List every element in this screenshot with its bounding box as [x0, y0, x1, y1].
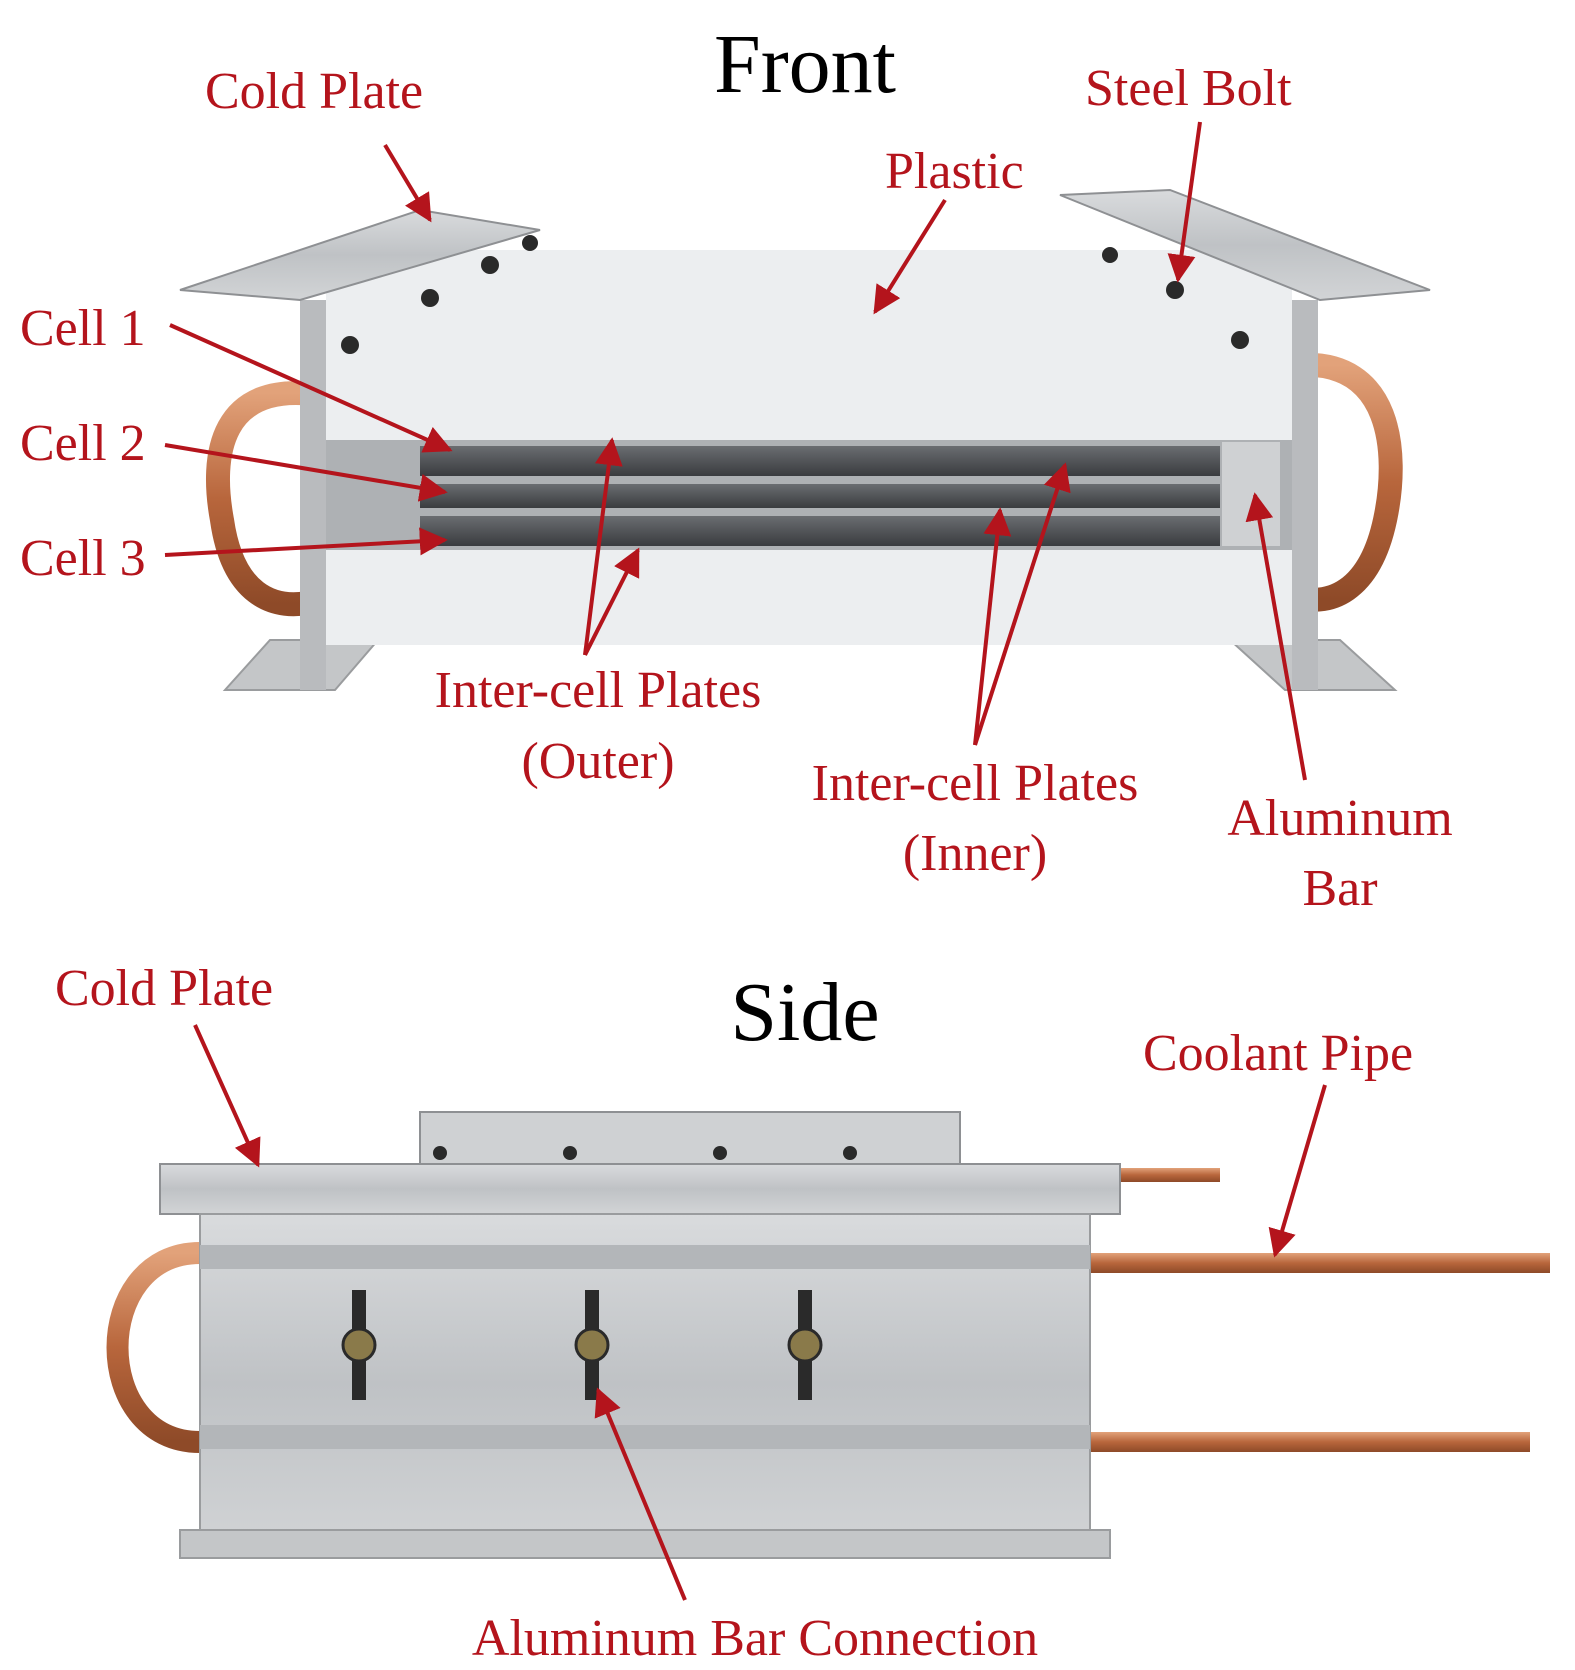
- arrow-side-bar-connection: [594, 1387, 687, 1601]
- side-lower-rail: [200, 1425, 1090, 1449]
- front-label-inner-plates-1: Inter-cell Plates: [812, 755, 1139, 812]
- front-label-cell-2: Cell 2: [20, 415, 146, 472]
- front-left-cold-plate: [179, 208, 541, 302]
- side-top-plate: [419, 1111, 961, 1165]
- side-title: Side: [730, 966, 879, 1059]
- front-cell-1: [420, 446, 1220, 476]
- front-label-inner-plates-2: (Inner): [903, 825, 1047, 882]
- side-copper-u-bend: [106, 1242, 211, 1453]
- side-bar-connections: [341, 1290, 823, 1400]
- side-body: [199, 1213, 1091, 1555]
- front-label-aluminum-bar-2: Bar: [1302, 860, 1377, 917]
- front-label-plastic: Plastic: [885, 143, 1024, 200]
- front-left-copper-loop: [206, 381, 332, 617]
- front-label-aluminum-bar-1: Aluminum: [1227, 790, 1452, 847]
- label-arrows: [164, 121, 1327, 1601]
- arrow-front-cold-plate: [383, 143, 432, 223]
- front-label-cell-1: Cell 1: [20, 300, 146, 357]
- arrow-front-outer-plate-2: [583, 547, 640, 656]
- front-title: Front: [714, 18, 896, 111]
- side-top-bolts: [433, 1146, 857, 1160]
- arrow-front-steel-bolt: [1167, 121, 1202, 283]
- arrow-front-outer-plate-1: [583, 437, 623, 656]
- front-steel-bolts: [341, 235, 1249, 354]
- front-label-cell-3: Cell 3: [20, 530, 146, 587]
- side-label-cold-plate: Cold Plate: [55, 960, 273, 1017]
- front-right-wall: [1292, 300, 1318, 690]
- front-cell-2: [420, 484, 1220, 508]
- side-upper-short-pipe: [1090, 1168, 1220, 1182]
- side-photo: [106, 1111, 1550, 1559]
- arrow-front-cell-3: [164, 527, 448, 557]
- arrow-front-inner-plate-2: [973, 462, 1071, 746]
- arrow-front-plastic: [873, 198, 947, 315]
- arrow-front-inner-plate-1: [973, 507, 1012, 746]
- front-cell-3: [420, 516, 1220, 546]
- arrow-side-coolant-pipe: [1268, 1084, 1327, 1258]
- front-right-copper-loop: [1278, 352, 1403, 612]
- arrow-side-cold-plate: [193, 1024, 261, 1168]
- front-photo: [179, 188, 1431, 691]
- arrow-front-aluminum-bar: [1245, 492, 1307, 781]
- side-upper-rail: [200, 1245, 1090, 1269]
- arrow-front-cell-2: [164, 443, 448, 502]
- front-left-wall: [300, 300, 326, 690]
- front-label-steel-bolt: Steel Bolt: [1085, 60, 1292, 117]
- front-aluminum-bar: [1222, 442, 1280, 546]
- side-label-aluminum-bar-connection: Aluminum Bar Connection: [472, 1610, 1038, 1667]
- side-cold-plate: [159, 1163, 1121, 1215]
- arrow-front-cell-1: [169, 323, 453, 453]
- side-label-coolant-pipe: Coolant Pipe: [1143, 1025, 1413, 1082]
- side-bottom-flange: [179, 1529, 1111, 1559]
- front-label-outer-plates-2: (Outer): [521, 733, 674, 790]
- side-upper-long-pipe: [1090, 1253, 1550, 1273]
- front-label-cold-plate: Cold Plate: [205, 63, 423, 120]
- front-label-outer-plates-1: Inter-cell Plates: [435, 662, 762, 719]
- front-right-cold-plate: [1059, 188, 1431, 302]
- side-lower-long-pipe: [1090, 1432, 1530, 1452]
